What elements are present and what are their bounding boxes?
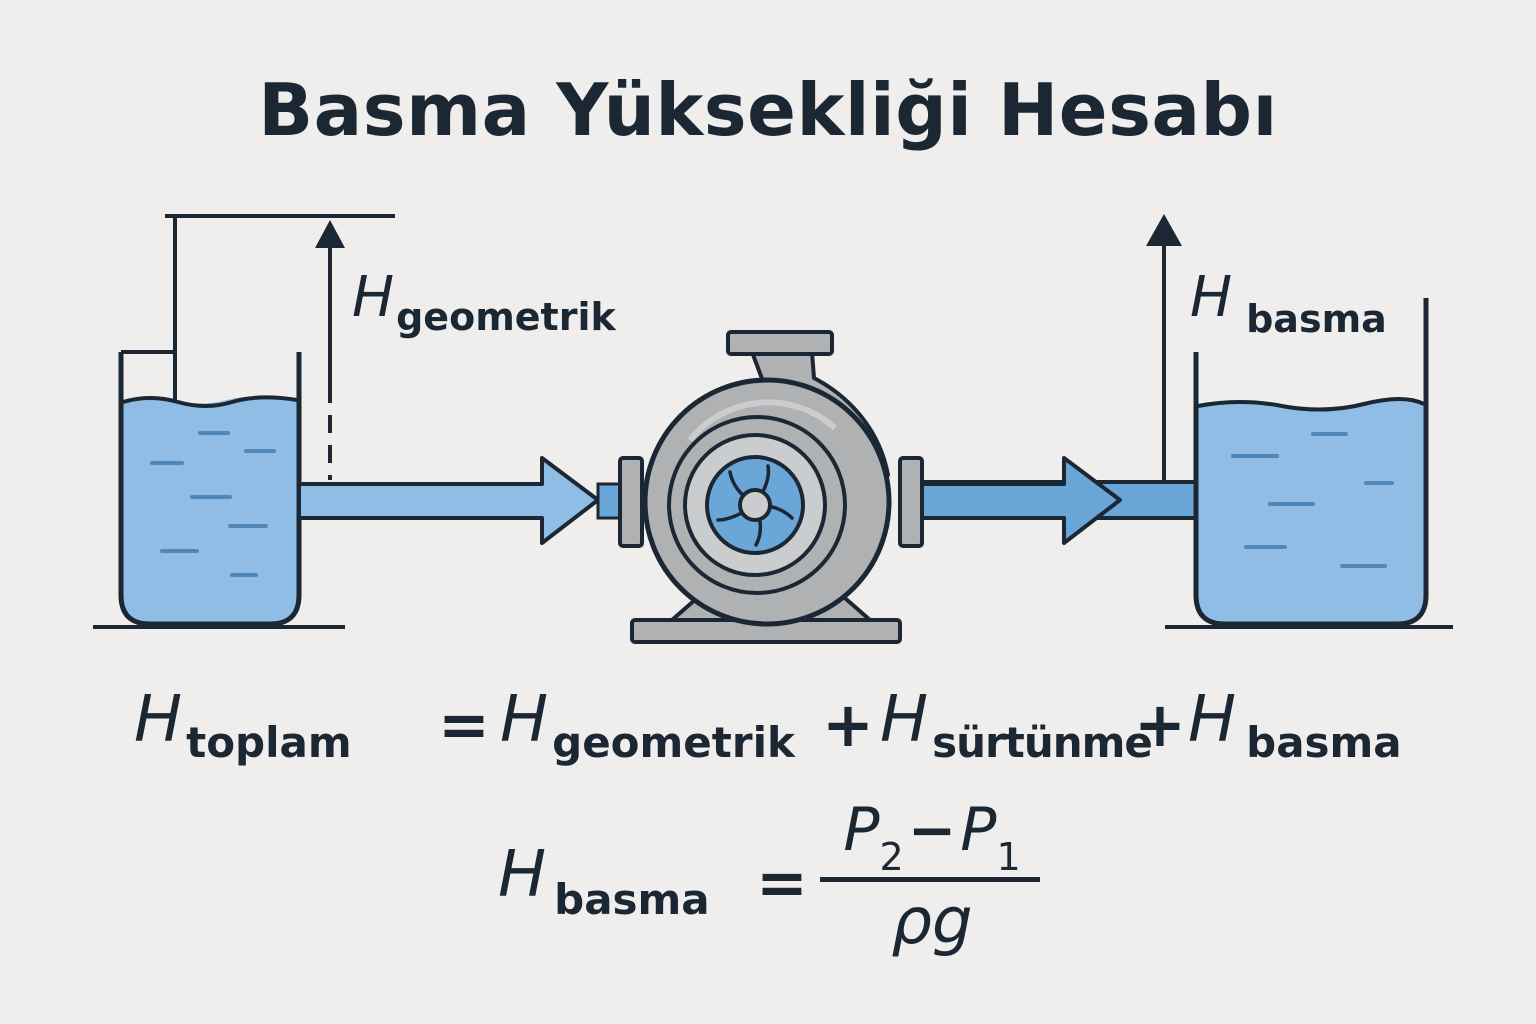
height-arrow-icon: [315, 220, 345, 480]
fraction-numerator: P2−P1: [822, 795, 1042, 879]
h-basma-subscript: basma: [1246, 297, 1387, 341]
symbol-h: H: [1190, 265, 1233, 330]
minus-sign: −: [907, 796, 957, 864]
height-arrow-icon: [1146, 214, 1182, 482]
p2-symbol: P: [843, 795, 880, 865]
p1-index: 1: [996, 835, 1021, 879]
centrifugal-pump-icon: [618, 330, 924, 644]
flow-arrow-icon: [297, 456, 624, 545]
p2-index: 2: [879, 835, 904, 879]
h-geometrik-label: Hgeometrik: [352, 265, 616, 339]
right-tank-icon: [1165, 298, 1453, 629]
symbol-h: H: [352, 265, 395, 330]
eq2-basma-subscript: basma: [554, 875, 710, 924]
h-geometrik-subscript: geometrik: [396, 295, 616, 339]
eq2-equals-sign: =: [756, 846, 808, 919]
left-tank-icon: [93, 214, 395, 629]
fraction-bar: [820, 877, 1040, 882]
fraction-denominator: ρg: [891, 885, 973, 959]
p1-symbol: P: [960, 795, 997, 865]
page-title: Basma Yüksekliği Hesabı: [258, 68, 1278, 152]
flow-arrow-icon: [920, 456, 1198, 545]
symbol-h: H: [498, 838, 547, 912]
